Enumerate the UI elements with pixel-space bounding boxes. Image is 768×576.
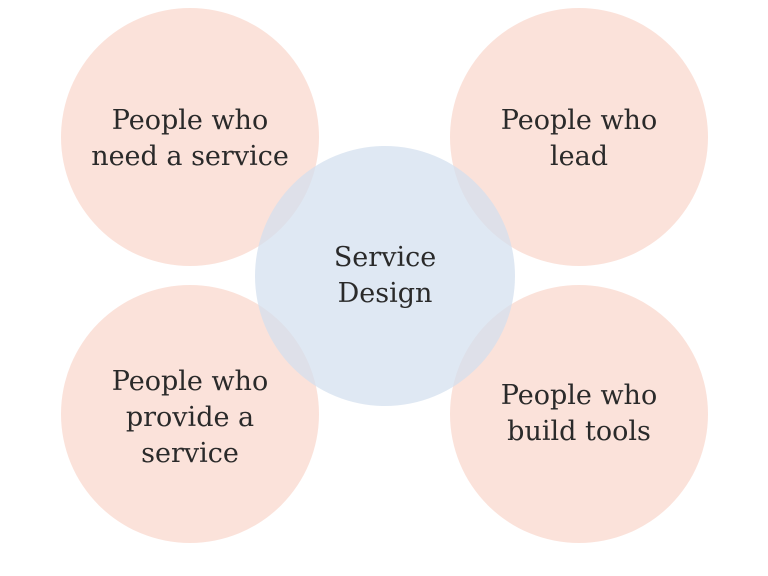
label-line: People who <box>111 105 269 136</box>
label-line: Service <box>333 242 437 273</box>
label-line: service <box>141 438 239 469</box>
label-line: provide a <box>125 402 255 433</box>
label-line: People who <box>111 366 269 397</box>
label-people-who-build-tools: People who build tools <box>469 378 689 450</box>
label-line: Design <box>337 278 433 309</box>
label-people-who-need-a-service: People who need a service <box>80 103 300 175</box>
label-service-design: Service Design <box>275 240 495 312</box>
label-people-who-lead: People who lead <box>469 103 689 175</box>
label-line: People who <box>500 105 658 136</box>
label-line: build tools <box>507 416 651 447</box>
label-line: People who <box>500 380 658 411</box>
circle-service-design <box>255 146 515 406</box>
label-line: need a service <box>91 141 289 172</box>
label-line: lead <box>550 141 608 172</box>
label-people-who-provide-a-service: People who provide a service <box>80 364 300 472</box>
